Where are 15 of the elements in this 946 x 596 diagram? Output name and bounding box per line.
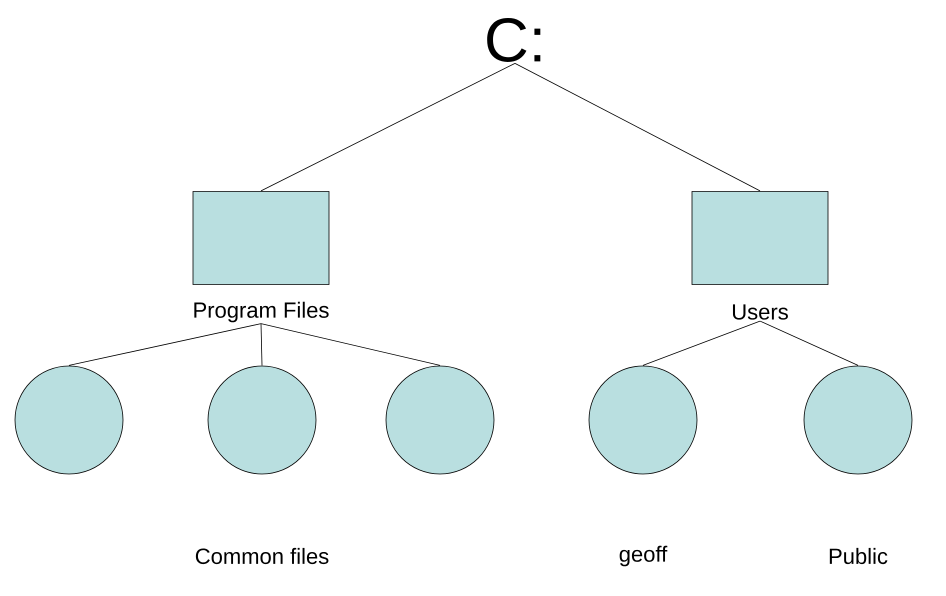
root-label: C: xyxy=(487,18,540,62)
folder-name: Users xyxy=(732,304,788,320)
tree-line xyxy=(514,62,760,192)
folder-name: Program Files xyxy=(194,302,329,322)
tree-line xyxy=(68,323,262,366)
folder-circle xyxy=(14,366,124,474)
folder-name: Common files xyxy=(196,548,328,564)
folder-circle xyxy=(386,366,494,474)
tree-line xyxy=(260,62,516,192)
tree-line xyxy=(260,323,440,366)
tree-line xyxy=(760,320,858,366)
tree-line xyxy=(260,323,262,366)
folder-name: geoff xyxy=(620,546,668,566)
folder-name: Public xyxy=(830,548,888,564)
tree-line xyxy=(642,320,760,366)
